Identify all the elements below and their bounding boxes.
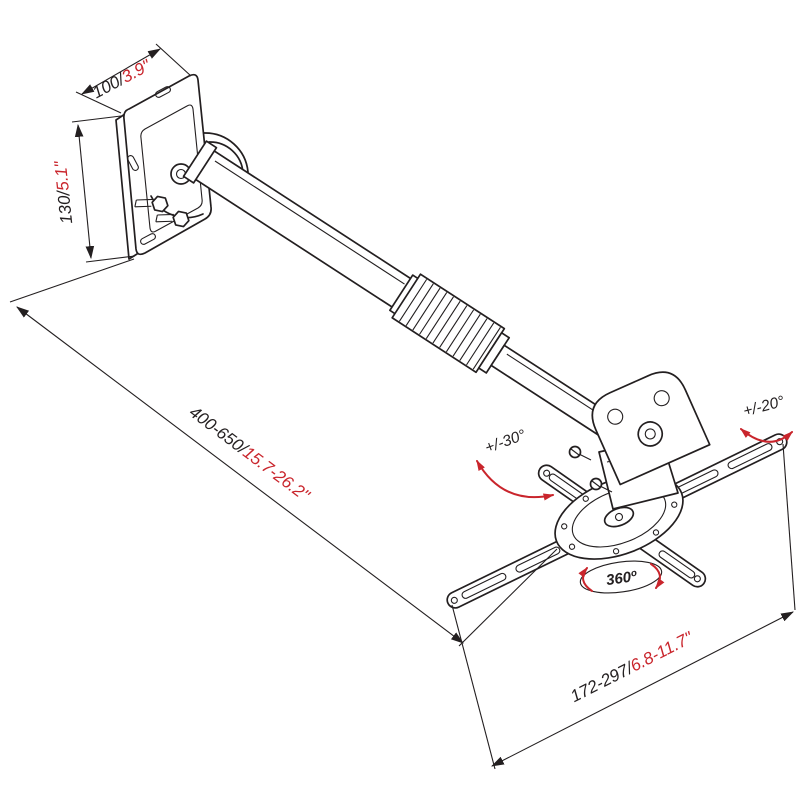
- extension-line: [458, 548, 558, 647]
- hex-bolt: [134, 195, 169, 213]
- extension-line: [9, 258, 135, 303]
- tilt-pivot-center: [644, 428, 656, 440]
- dimension-arm-length: [9, 258, 558, 647]
- dimension-plate-width: [75, 43, 192, 114]
- roll-angle-arrow: [739, 428, 793, 443]
- arm-slot: [727, 443, 773, 470]
- arm-collar: [182, 140, 218, 184]
- bracket-hole: [653, 390, 670, 407]
- mounting-slot: [140, 233, 156, 245]
- wall-plate-face: [123, 73, 212, 256]
- bracket-flange-arc-inner: [208, 141, 244, 174]
- plate-hole: [671, 501, 678, 508]
- arm-outer-tube-highlight: [214, 160, 405, 285]
- dimension-plate-height-label: 130/5.1": [51, 159, 77, 224]
- dimension-line: [74, 123, 95, 260]
- hex-bolt: [155, 210, 190, 228]
- extension-line: [75, 91, 122, 114]
- tilt-bracket: [591, 371, 711, 486]
- bracket-hole: [607, 408, 624, 425]
- rotation-arrow-right: [650, 563, 665, 590]
- tilt-pivot: [637, 421, 664, 447]
- rotation-arrow-left: [578, 566, 593, 592]
- arm-end-hole: [693, 575, 701, 583]
- bracket-flange-arc: [203, 132, 249, 173]
- plate-hole: [612, 548, 620, 555]
- plate-hole: [561, 523, 568, 530]
- extension-line: [451, 604, 496, 770]
- swivel-hub-center: [614, 512, 624, 522]
- extension-line: [85, 255, 136, 263]
- adjustment-knob: [568, 445, 592, 461]
- plate-hole: [652, 529, 660, 536]
- extension-line: [782, 443, 796, 611]
- dimension-line: [16, 306, 464, 644]
- mounting-slot: [155, 86, 171, 98]
- tilt-angle-arrow: [476, 459, 555, 501]
- dimension-line: [491, 611, 794, 767]
- dimension-arm-span: [451, 443, 796, 770]
- rotation-ring: [579, 560, 663, 594]
- extension-line: [155, 43, 192, 77]
- extension-line: [71, 115, 122, 123]
- adjustment-knob: [589, 477, 613, 493]
- plate-hole: [568, 543, 576, 550]
- dimension-plate-height: [71, 115, 136, 263]
- wall-pivot-bracket: [134, 132, 249, 228]
- arm-slot: [515, 546, 561, 573]
- wall-plate: [115, 73, 212, 260]
- dimension-line: [81, 48, 161, 95]
- mounting-slot: [127, 155, 139, 171]
- wall-plate-inner-panel: [140, 104, 203, 233]
- plate-hole: [582, 495, 589, 502]
